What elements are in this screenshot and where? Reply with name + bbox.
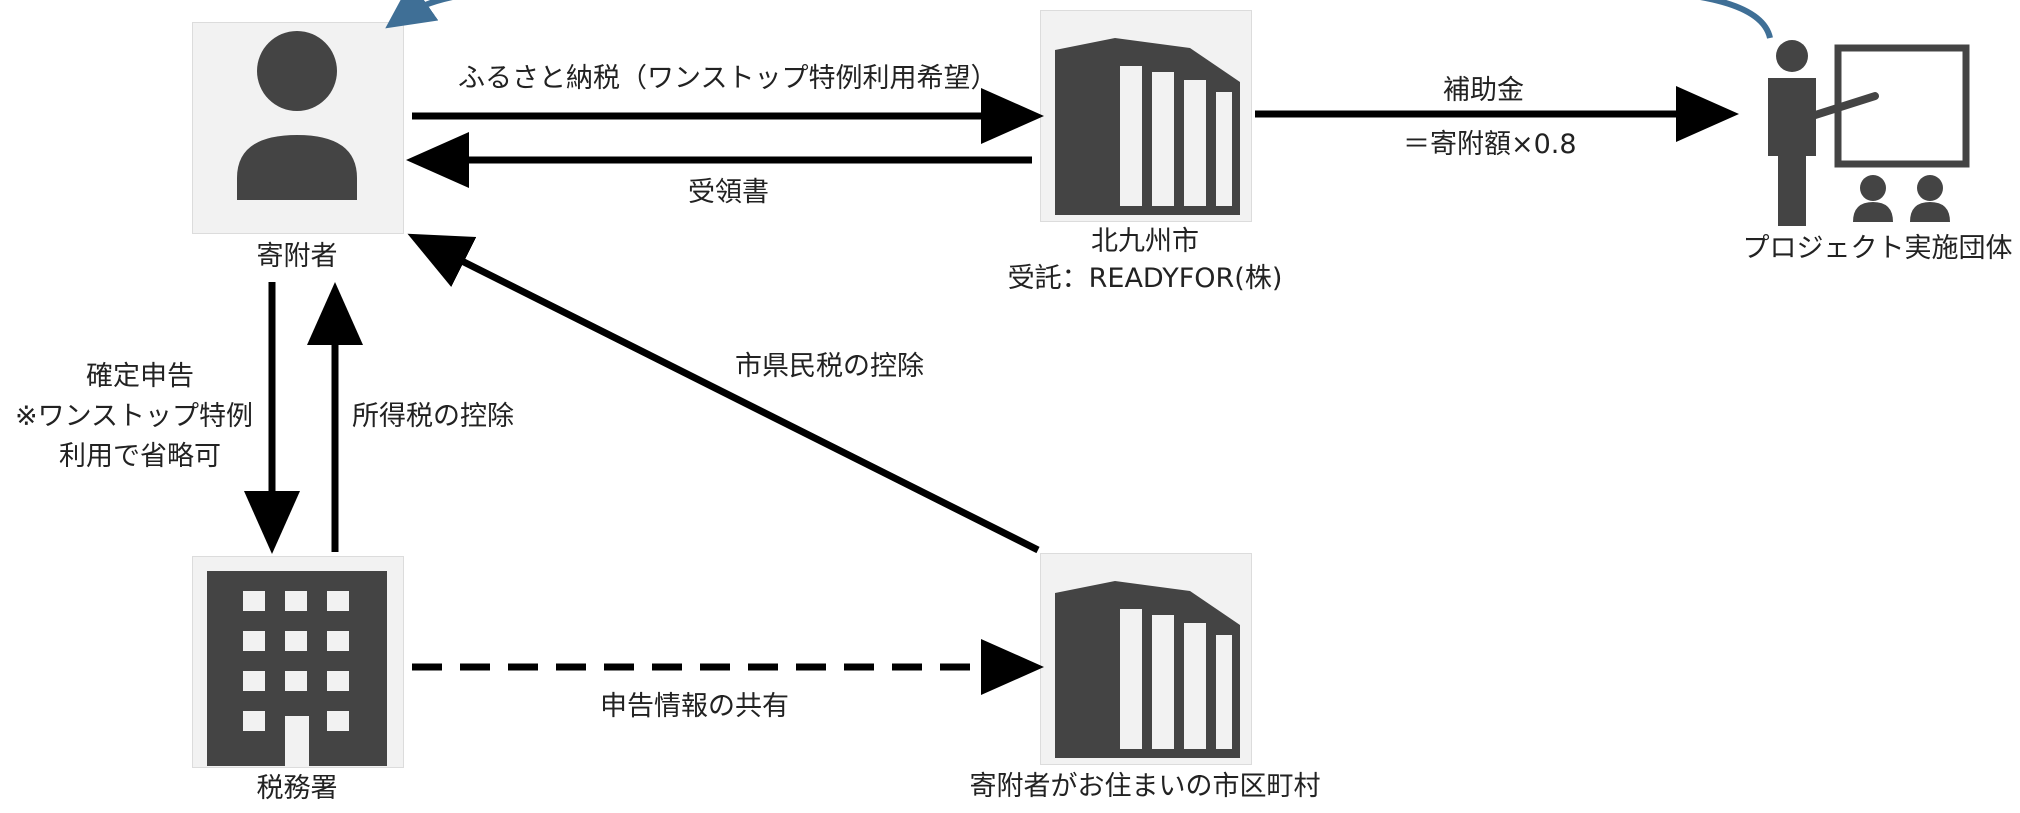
tax-office-label: 税務署 <box>256 773 338 804</box>
info-share-label: 申告情報の共有 <box>600 691 789 722</box>
municipality-label: 寄附者がお住まいの市区町村 <box>969 771 1321 802</box>
city-building-icon <box>1055 38 1240 215</box>
resident-tax-label: 市県民税の控除 <box>735 351 924 382</box>
subsidy-formula: ＝寄附額×0.8 <box>1403 129 1577 160</box>
receipt-label: 受領書 <box>688 177 769 208</box>
city-label: 北九州市 <box>1091 226 1199 257</box>
tax-office-icon <box>207 571 387 766</box>
donor-label: 寄附者 <box>256 241 338 272</box>
curved-return-arrow <box>385 0 1773 39</box>
furusato-label: ふるさと納税（ワンストップ特例利用希望） <box>458 63 998 94</box>
income-tax-label: 所得税の控除 <box>352 401 514 432</box>
presenter-icon <box>1768 40 1970 226</box>
person-icon <box>237 31 357 200</box>
project-group-label: プロジェクト実施団体 <box>1742 233 2013 264</box>
municipality-building-icon <box>1055 581 1240 758</box>
tax-return-label-2: ※ワンストップ特例 <box>14 401 254 432</box>
tax-return-label-1: 確定申告 <box>86 361 194 392</box>
resident-tax-arrow <box>407 233 1040 554</box>
tax-return-label-3: 利用で省略可 <box>59 441 221 472</box>
subsidy-label: 補助金 <box>1443 75 1524 106</box>
city-sublabel: 受託：READYFOR(株) <box>1007 263 1283 294</box>
